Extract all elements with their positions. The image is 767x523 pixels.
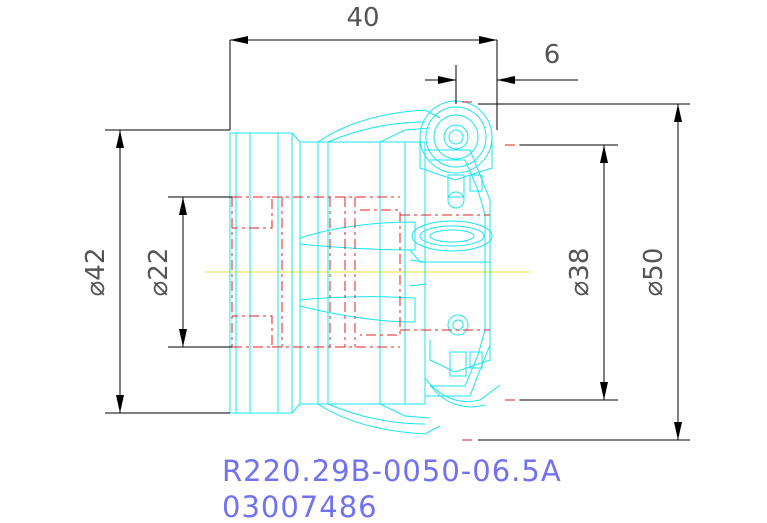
dimension-dia-22: ⌀22 <box>144 196 232 348</box>
dim-dia50-label: ⌀50 <box>639 248 669 297</box>
dim-dia42-label: ⌀42 <box>81 248 111 297</box>
dim-length-label: 40 <box>346 3 379 33</box>
dimension-length-40: 40 <box>105 3 498 131</box>
dim-dia38-label: ⌀38 <box>565 248 595 297</box>
dimension-offset-6: 6 <box>425 40 578 104</box>
dimension-dia-38: ⌀38 <box>520 144 618 401</box>
part-article-number: 03007486 <box>222 490 378 523</box>
hidden-bore-lines <box>231 101 520 441</box>
dim-offset-label: 6 <box>544 40 561 70</box>
dimension-dia-50: ⌀50 <box>478 103 690 441</box>
dim-dia22-label: ⌀22 <box>144 248 174 297</box>
cutter-body-outline <box>229 100 501 435</box>
dimension-dia-42: ⌀42 <box>81 129 230 414</box>
part-designation: R220.29B-0050-06.5A <box>222 454 562 488</box>
